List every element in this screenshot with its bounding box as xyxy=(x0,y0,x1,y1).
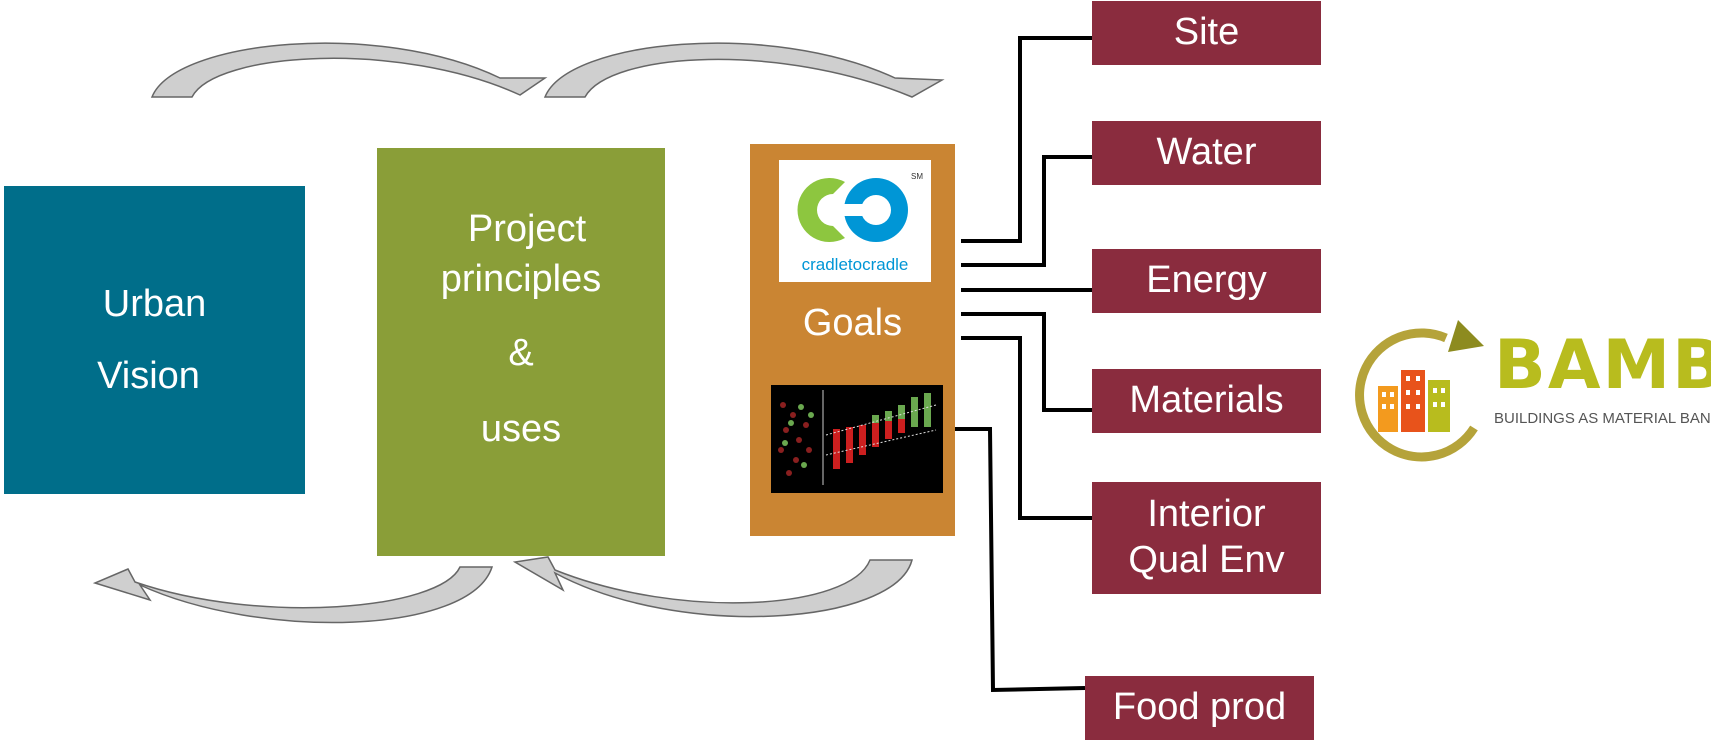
line-interior xyxy=(961,336,1092,520)
project-principles-box: Project principles & uses xyxy=(377,148,665,556)
urban-vision-box: Urban Vision xyxy=(4,186,305,494)
arrow-urban-to-principles xyxy=(150,42,548,98)
category-water-label: Water xyxy=(1156,131,1257,174)
category-site-label: Site xyxy=(1173,11,1240,54)
logo-text: cradletocradle xyxy=(802,255,909,274)
category-materials-label: Materials xyxy=(1129,379,1284,422)
bamb-logo: BAMB BUILDINGS AS MATERIAL BANKS xyxy=(1346,318,1711,468)
line-food xyxy=(955,427,1086,693)
category-energy: Energy xyxy=(1092,249,1321,313)
bamb-emblem-icon xyxy=(1355,320,1484,462)
arrow-principles-to-goals xyxy=(543,42,945,98)
principles-line3: & xyxy=(508,332,534,374)
line-materials xyxy=(961,312,1092,412)
line-water xyxy=(961,155,1092,267)
urban-line1: Urban xyxy=(102,283,207,325)
urban-line2: Vision xyxy=(97,355,200,397)
arrow-goals-to-principles xyxy=(512,556,913,618)
category-materials: Materials xyxy=(1092,369,1321,433)
category-site: Site xyxy=(1092,1,1321,65)
line-site xyxy=(961,36,1092,243)
logo-sm-mark: SM xyxy=(911,172,923,181)
bamb-title: BAMB xyxy=(1494,326,1711,405)
arrow-principles-to-urban xyxy=(92,566,494,624)
goals-chart-image xyxy=(771,385,943,493)
category-water: Water xyxy=(1092,121,1321,185)
category-food-label: Food prod xyxy=(1112,686,1287,729)
category-food-prod: Food prod xyxy=(1085,676,1314,740)
category-interior-qual-env: Interior Qual Env xyxy=(1092,482,1321,594)
category-energy-label: Energy xyxy=(1146,259,1267,302)
chart-thumbnail-icon xyxy=(778,390,937,485)
goals-label: Goals xyxy=(802,302,903,344)
category-interior-label: Interior Qual Env xyxy=(1128,493,1285,581)
bamb-subtitle: BUILDINGS AS MATERIAL BANKS xyxy=(1494,410,1711,427)
cradle-logo-icon: SM cradletocradle xyxy=(797,172,923,274)
principles-line4: uses xyxy=(480,408,562,450)
principles-line2: principles xyxy=(440,258,602,300)
cradle-to-cradle-logo: SM cradletocradle xyxy=(779,160,931,282)
principles-line1: Project xyxy=(467,208,587,250)
